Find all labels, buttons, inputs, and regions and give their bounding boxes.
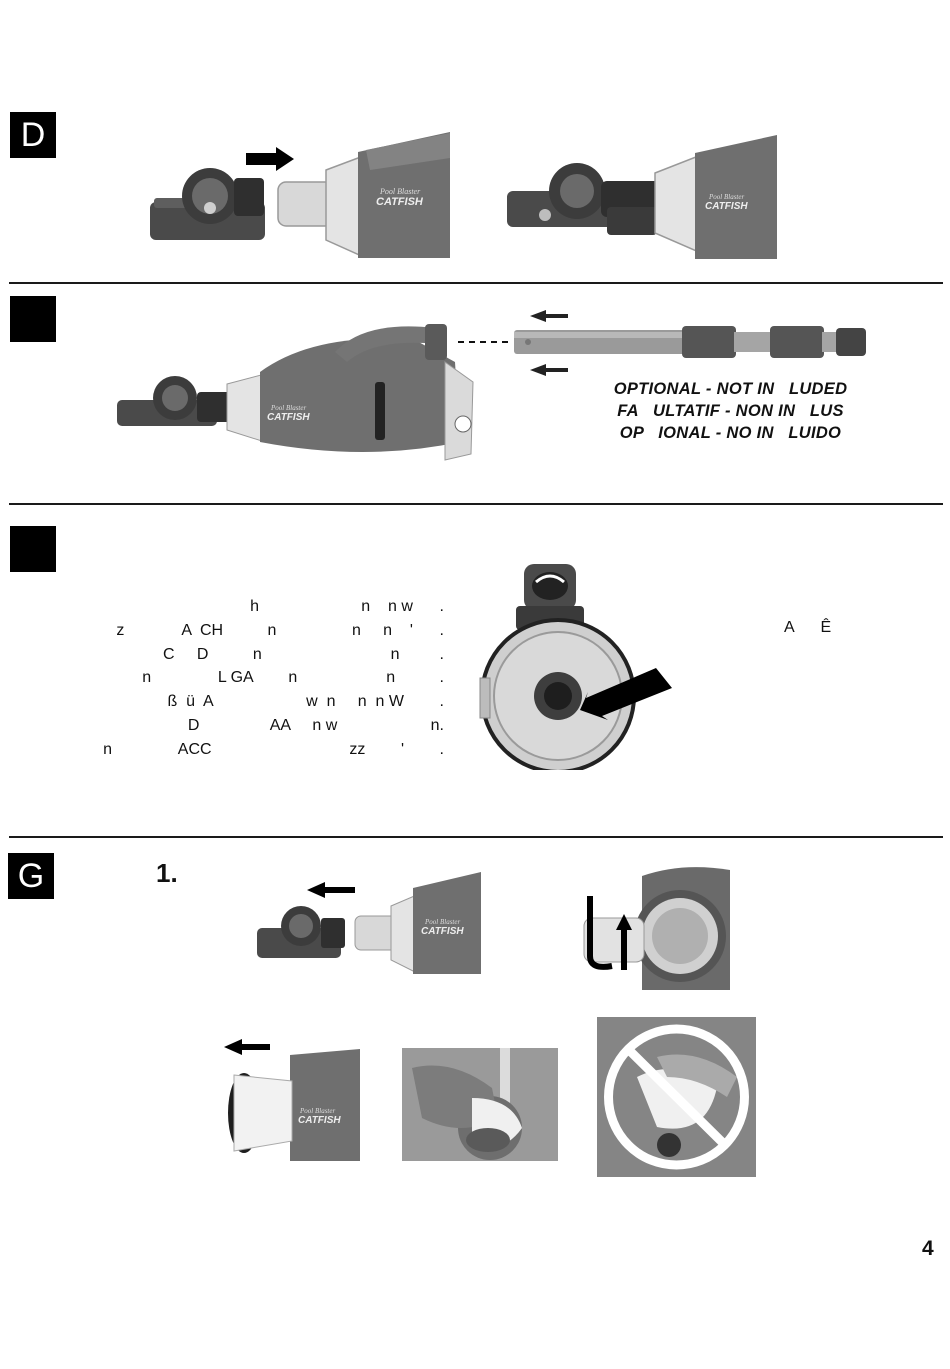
svg-text:CATFISH: CATFISH (376, 196, 424, 208)
prohibited-icon (604, 1024, 749, 1170)
section-divider (9, 282, 943, 284)
instruction-line: h n n w . (250, 598, 444, 615)
optional-note-en: OPTIONAL - NOT IN LUDED (613, 380, 848, 398)
telescopic-pole-photo (512, 304, 868, 382)
section-d-label: D (10, 112, 56, 158)
head-attached-photo: Pool Blaster CATFISH (505, 133, 777, 259)
svg-text:Pool Blaster: Pool Blaster (299, 1107, 335, 1115)
instruction-line: ß ü A w n n n W . (167, 693, 444, 711)
svg-text:Pool Blaster: Pool Blaster (270, 404, 306, 412)
svg-text:CATFISH: CATFISH (267, 412, 310, 423)
step-number: 1. (156, 858, 178, 888)
side-label: A Ê (784, 619, 832, 636)
section-divider (9, 503, 943, 505)
instruction-line: n ACC zz ' . (103, 740, 444, 758)
section-g-label: G (8, 853, 54, 899)
instruction-line: D AA n w n. (187, 716, 444, 734)
page-number: 4 (922, 1237, 934, 1260)
connector-dashes (458, 341, 508, 343)
head-detached-photo: Pool Blaster CATFISH (148, 130, 450, 258)
svg-text:Pool Blaster: Pool Blaster (708, 193, 744, 201)
svg-text:CATFISH: CATFISH (298, 1115, 341, 1126)
arrow-left-icon (307, 882, 355, 898)
instruction-line: n L GA n n . (142, 669, 444, 687)
instruction-line: C D n n . (163, 645, 444, 663)
optional-note-fr: FA ULTATIF - NON IN LUS (617, 402, 844, 420)
do-not-sink-photo (597, 1017, 756, 1177)
arrow-right-icon (246, 147, 294, 171)
arrow-left-icon (530, 364, 568, 376)
full-vacuum-photo: Pool Blaster CATFISH (115, 322, 475, 462)
optional-note-es: OP IONAL - NO IN LUIDO (619, 424, 842, 442)
section-e-label (10, 296, 56, 342)
svg-text:CATFISH: CATFISH (705, 201, 748, 212)
instruction-line: z A CH n n n ' . (116, 621, 444, 639)
arrow-left-icon (224, 1039, 270, 1055)
svg-text:CATFISH: CATFISH (421, 926, 464, 937)
rotate-arrow-icon (616, 914, 632, 930)
section-divider (9, 836, 943, 838)
section-f-label (10, 526, 56, 572)
brand-logo-small: Pool Blaster (379, 187, 421, 196)
rinse-bag-photo (402, 1048, 558, 1161)
instructions-text: h n n w . z A CH n n n ' . C D n n . n L… (64, 595, 444, 762)
arrow-left-icon (530, 310, 568, 322)
arrow-pointer-icon (580, 668, 672, 720)
twist-nozzle-photo (582, 866, 730, 990)
filter-cap-photo (476, 560, 676, 770)
remove-bag-photo: Pool Blaster CATFISH (220, 1035, 360, 1161)
svg-text:Pool Blaster: Pool Blaster (424, 918, 460, 926)
remove-head-photo: Pool Blaster CATFISH (255, 870, 481, 974)
